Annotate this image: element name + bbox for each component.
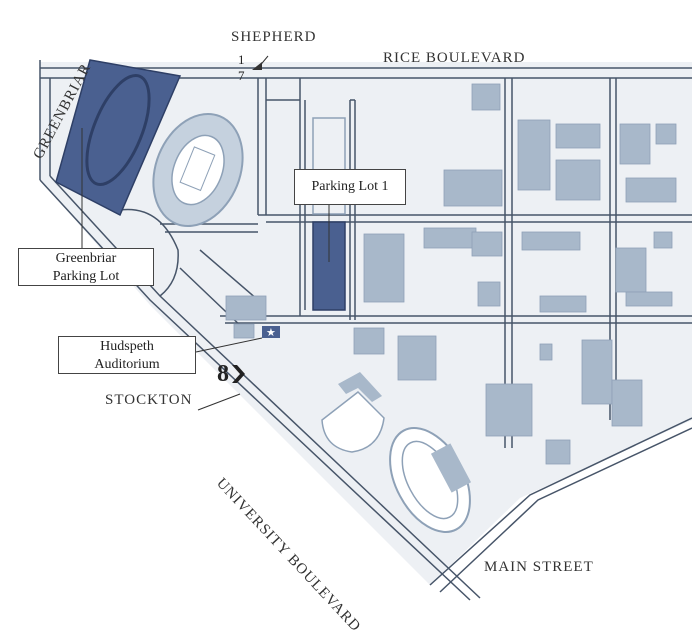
building	[471, 83, 501, 111]
street-label-rice-boulevard: RICE BOULEVARD	[383, 50, 526, 66]
campus-map: ★ SHEPHERD RICE BOULEVARD GREENBRIAR STO…	[18, 29, 692, 635]
street-label-main-street: MAIN STREET	[484, 559, 594, 575]
callout-leaders	[81, 128, 330, 411]
parking-lot-1-label: Parking Lot 1	[311, 179, 389, 194]
building	[545, 439, 571, 465]
leader-hudspeth	[195, 337, 263, 353]
building	[471, 231, 503, 257]
campus-buildings	[225, 83, 677, 465]
building	[423, 227, 477, 249]
building	[397, 335, 437, 381]
building	[539, 343, 553, 361]
south-track	[389, 427, 472, 533]
greenbriar-road	[39, 60, 51, 180]
hudspeth-label-line1: Hudspeth	[100, 339, 154, 354]
building	[653, 231, 673, 249]
softball-stands	[338, 372, 382, 402]
building	[655, 123, 677, 145]
building	[581, 339, 613, 405]
map-canvas: ★	[39, 55, 692, 601]
inner-road-ew-3	[220, 315, 692, 324]
greenbriar-track	[85, 73, 151, 187]
building	[363, 233, 405, 303]
street-label-shepherd: SHEPHERD	[231, 29, 317, 45]
softball-field	[321, 391, 385, 453]
main-street-road	[429, 417, 692, 593]
inner-road-central	[349, 100, 356, 320]
inner-road-stadium-east	[257, 78, 267, 215]
building	[611, 379, 643, 427]
hudspeth-auditorium-callout: Hudspeth Auditorium	[58, 336, 196, 374]
building	[485, 383, 533, 437]
stockton-entrance-chevron	[232, 365, 245, 383]
building	[615, 247, 647, 293]
hudspeth-star-icon: ★	[266, 326, 276, 339]
stockton-gate-number: 8	[217, 361, 229, 387]
building	[233, 323, 255, 339]
building	[521, 231, 581, 251]
building	[539, 295, 587, 313]
shepherd-entrance-marker	[252, 62, 262, 70]
building	[625, 177, 677, 203]
inner-road-loop	[119, 208, 179, 297]
building	[619, 123, 651, 165]
building	[443, 169, 503, 207]
leader-stockton	[197, 393, 241, 411]
building	[477, 281, 501, 307]
greenbriar-label-line1: Greenbriar	[55, 251, 117, 266]
greenbriar-parking-lot-callout: Greenbriar Parking Lot	[18, 248, 154, 286]
road-network	[39, 60, 692, 601]
building	[225, 295, 267, 321]
greenbriar-label-line2: Parking Lot	[52, 269, 120, 284]
hudspeth-auditorium-marker	[262, 326, 280, 338]
building	[625, 291, 673, 307]
shepherd-gate-number-top: 1	[238, 52, 245, 67]
rice-stadium	[152, 112, 244, 228]
building	[555, 159, 601, 201]
shepherd-gate-number-bottom: 7	[238, 68, 245, 83]
street-label-stockton: STOCKTON	[105, 392, 193, 408]
hudspeth-label-line2: Auditorium	[94, 357, 160, 372]
building	[555, 123, 601, 149]
building	[517, 119, 551, 191]
parking-lot-1-callout: Parking Lot 1	[294, 169, 406, 205]
building	[353, 327, 385, 355]
